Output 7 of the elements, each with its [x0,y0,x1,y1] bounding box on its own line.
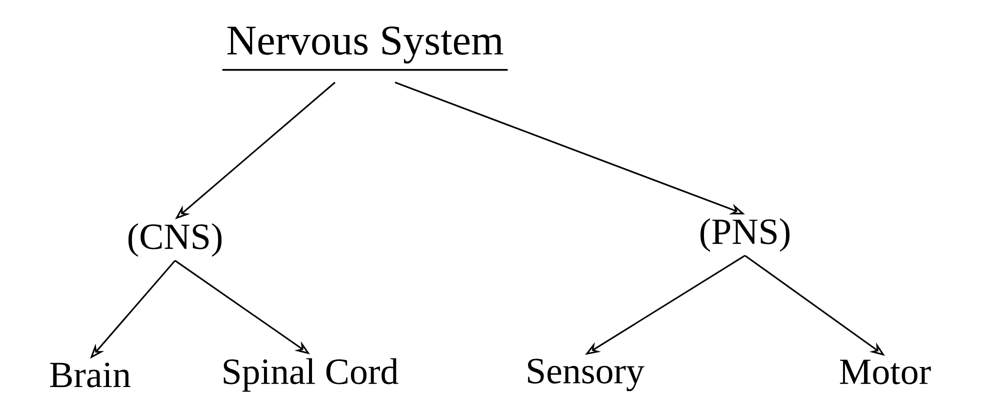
branch-label: (CNS) [128,223,222,257]
leaf-label: Motor [840,360,931,384]
title-text: Nervous System [222,26,508,71]
leaf-label: Brain [50,362,130,388]
branch-label: (PNS) [700,218,790,252]
leaf-label: Spinal Cord [224,358,398,392]
leaf-label: Sensory [528,358,644,392]
